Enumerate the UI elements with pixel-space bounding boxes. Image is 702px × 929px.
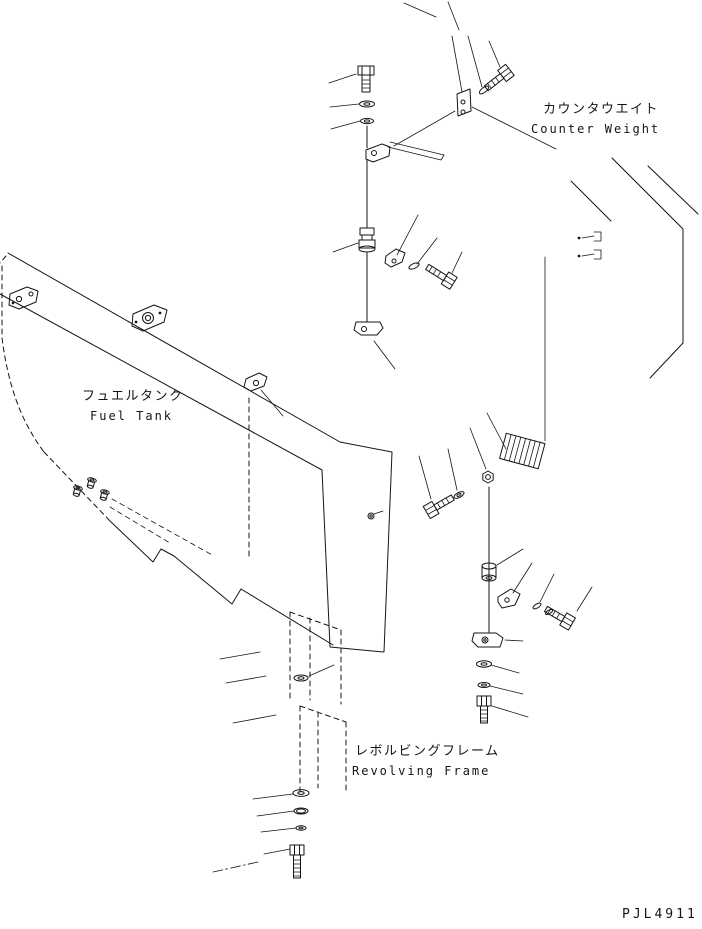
hinge-bracket-left-icon	[8, 286, 39, 310]
washers-top-icon	[359, 100, 375, 125]
hex-bolt-top-right-icon	[483, 63, 515, 92]
washer-top-right-icon	[478, 85, 490, 95]
leader-lines-top	[403, 1, 460, 31]
elbow-fitting-lower-icon	[497, 588, 521, 609]
leader-lines-top-bolt	[328, 73, 361, 130]
pin-icon	[387, 141, 445, 161]
leader-lines-right-mid	[418, 412, 507, 500]
label-counter-weight-en: Counter Weight	[531, 122, 660, 136]
leader-lines-top-right	[451, 35, 557, 150]
counter-weight-outline	[544, 157, 699, 442]
washer-mid-icon	[408, 262, 420, 270]
leader-bracket-plate	[393, 110, 456, 147]
hex-bolt-mid-icon	[425, 263, 458, 290]
label-revolving-frame-jp: レボルビングフレーム	[355, 744, 500, 759]
hex-bolt-top-icon	[357, 65, 375, 93]
hex-bolt-bottom-right-icon	[476, 695, 492, 724]
washers-bottom-right-icon	[476, 660, 492, 688]
link-bracket-upper-icon	[365, 125, 391, 163]
hex-bolt-right-mid-icon	[422, 494, 455, 520]
washer-lower-b-icon	[544, 608, 554, 616]
label-fuel-tank-en: Fuel Tank	[90, 409, 173, 423]
foot-bracket-icon	[471, 632, 524, 648]
clamp-icon	[353, 321, 396, 370]
tube-assembly-lower	[481, 486, 497, 633]
washer-right-mid-icon	[453, 491, 465, 499]
elbow-fitting-upper-icon	[384, 248, 406, 268]
drawing-number: PJL4911	[622, 907, 698, 922]
hex-bolt-lower-right-icon	[543, 605, 576, 631]
washer-lower-a-icon	[532, 602, 542, 610]
hex-bolt-bottom-icon	[289, 844, 305, 879]
label-revolving-frame-en: Revolving Frame	[352, 764, 490, 778]
elbow-hex-fitting-icon	[482, 470, 494, 484]
clip-fasteners-icon	[577, 231, 602, 260]
protector-plate-icon	[499, 432, 546, 470]
washer-right-mid-inner	[456, 493, 462, 497]
label-counter-weight-jp: カウンタウエイト	[543, 102, 659, 117]
leader-lines-bottom	[212, 793, 297, 873]
port-fittings-icon	[72, 477, 215, 557]
hinge-bracket-right-icon	[131, 304, 168, 332]
mount-plate-icon	[456, 88, 472, 117]
leader-lines-mid	[332, 214, 463, 274]
clip-on-tank-icon	[243, 372, 284, 417]
leader-lines-lower-right	[496, 548, 593, 612]
label-fuel-tank-jp: フュエルタンク	[82, 389, 184, 404]
tube-assembly-upper	[358, 159, 376, 323]
fuel-tank-outline	[0, 252, 393, 653]
leader-lines-bottom-right	[489, 664, 529, 718]
washers-bottom-icon	[292, 789, 310, 831]
washer-in-frame-icon	[293, 664, 335, 682]
revolving-frame-outline	[219, 611, 347, 793]
